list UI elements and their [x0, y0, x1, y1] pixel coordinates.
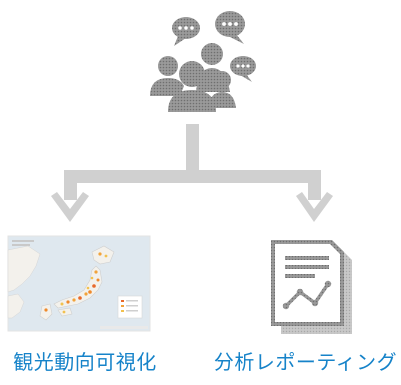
users-chat-icon — [150, 11, 256, 112]
arrow-right-icon — [296, 192, 333, 222]
japan-map-thumbnail — [7, 235, 151, 332]
connector-crossbar — [64, 170, 321, 183]
arrow-left-icon — [51, 192, 89, 222]
connector-left-drop — [64, 170, 77, 200]
heat-points — [44, 252, 108, 314]
analysis-reporting-label: 分析レポーティング — [213, 350, 398, 374]
speech-bubble-icon — [172, 17, 200, 46]
report-document-icon — [271, 240, 352, 334]
person-icon — [150, 56, 184, 96]
line-chart-icon — [282, 280, 332, 310]
tourism-visualization-label: 観光動向可視化 — [13, 350, 157, 374]
connector-right-drop — [308, 170, 321, 200]
person-icon — [208, 71, 236, 108]
speech-bubble-icon — [230, 56, 256, 82]
connector-trunk — [186, 124, 199, 174]
speech-bubble-icon — [215, 11, 245, 44]
person-icon — [168, 61, 216, 112]
connector-lines — [51, 124, 333, 222]
